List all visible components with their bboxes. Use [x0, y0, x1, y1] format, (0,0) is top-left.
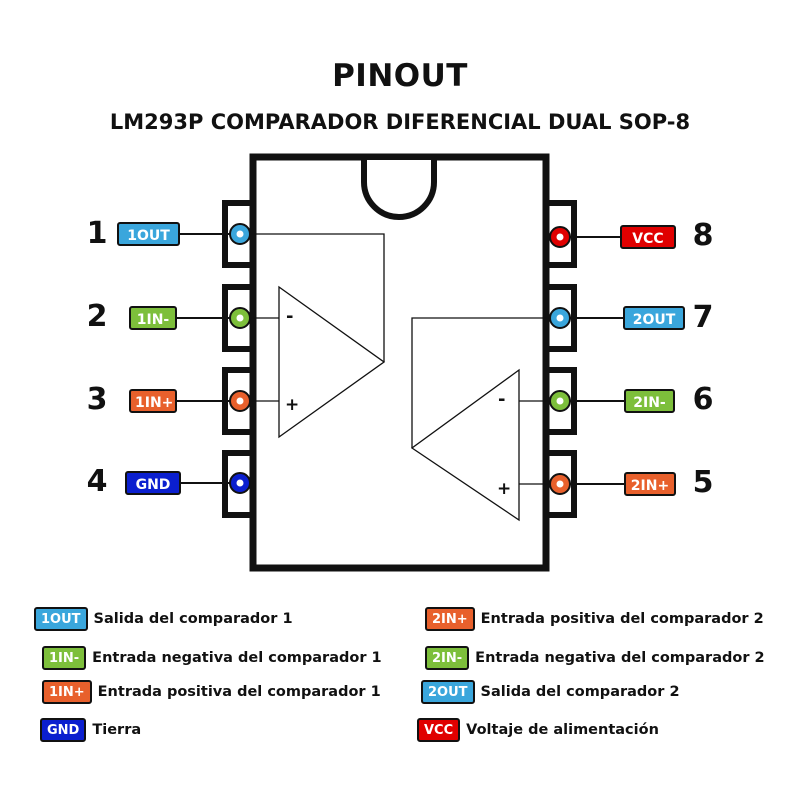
- legend-item-2in-neg: 2IN- Entrada negativa del comparador 2: [425, 645, 765, 671]
- legend-badge-1in-pos: 1IN+: [42, 680, 92, 704]
- pin-label-vcc: VCC: [620, 225, 676, 249]
- legend-badge-2in-pos: 2IN+: [425, 607, 475, 631]
- chip-notch: [361, 160, 437, 220]
- pin-tabs-right: [543, 200, 577, 518]
- legend-badge-1in-neg: 1IN-: [42, 646, 87, 670]
- comparator-1-triangle: [278, 285, 386, 439]
- pin-label-2out: 2OUT: [623, 306, 685, 330]
- legend-badge-vcc: VCC: [417, 718, 461, 742]
- legend-text-1out: Salida del comparador 1: [93, 611, 293, 627]
- legend-item-2in-pos: 2IN+ Entrada positiva del comparador 2: [425, 606, 764, 632]
- legend-text-2in-neg: Entrada negativa del comparador 2: [475, 650, 765, 666]
- pin-number-7: 7: [692, 300, 714, 335]
- legend-item-gnd: GND Tierra: [40, 717, 141, 743]
- pin-label-1out: 1OUT: [117, 222, 180, 246]
- legend-text-gnd: Tierra: [92, 722, 142, 738]
- pin-number-8: 8: [692, 218, 714, 253]
- pin-label-1in-pos: 1IN+: [129, 389, 177, 413]
- legend-badge-2out: 2OUT: [421, 680, 475, 704]
- page-subtitle: LM293P COMPARADOR DIFERENCIAL DUAL SOP-8: [109, 110, 691, 134]
- pin-number-5: 5: [692, 465, 714, 500]
- comparator-2-plus-sign: +: [497, 479, 511, 499]
- comparator-1-minus-sign: -: [286, 306, 293, 327]
- pin-number-1: 1: [86, 216, 108, 251]
- pin-label-gnd: GND: [125, 471, 181, 495]
- comparator-2-minus-sign: -: [498, 389, 505, 410]
- legend-text-2out: Salida del comparador 2: [480, 684, 680, 700]
- pin-tabs-left: [222, 200, 256, 518]
- legend-text-1in-neg: Entrada negativa del comparador 1: [92, 650, 382, 666]
- legend-item-2out: 2OUT Salida del comparador 2: [421, 679, 680, 705]
- legend-text-vcc: Voltaje de alimentación: [466, 722, 659, 738]
- comparator-1-output-wire: [240, 233, 385, 362]
- pin-number-6: 6: [692, 382, 714, 417]
- pin-label-2in-pos: 2IN+: [624, 472, 676, 496]
- legend-text-2in-pos: Entrada positiva del comparador 2: [480, 611, 764, 627]
- legend-item-1in-neg: 1IN- Entrada negativa del comparador 1: [42, 645, 382, 671]
- chip-body: [249, 153, 550, 572]
- legend-badge-gnd: GND: [40, 718, 87, 742]
- pin-label-2in-neg: 2IN-: [624, 389, 675, 413]
- legend-badge-2in-neg: 2IN-: [425, 646, 470, 670]
- legend-text-1in-pos: Entrada positiva del comparador 1: [97, 684, 381, 700]
- page-title: PINOUT: [332, 58, 468, 94]
- pin-number-2: 2: [86, 299, 108, 334]
- comparator-2-triangle: [410, 368, 520, 522]
- legend-item-1out: 1OUT Salida del comparador 1: [34, 606, 293, 632]
- pin-number-4: 4: [86, 464, 108, 499]
- legend-item-1in-pos: 1IN+ Entrada positiva del comparador 1: [42, 679, 381, 705]
- comparator-1-plus-sign: +: [285, 395, 299, 415]
- comparator-1: [240, 233, 386, 439]
- legend-item-vcc: VCC Voltaje de alimentación: [417, 717, 659, 743]
- pin-label-1in-neg: 1IN-: [129, 306, 177, 330]
- comparator-2-output-wire: [411, 317, 560, 448]
- legend-badge-1out: 1OUT: [34, 607, 88, 631]
- pin-number-3: 3: [86, 382, 108, 417]
